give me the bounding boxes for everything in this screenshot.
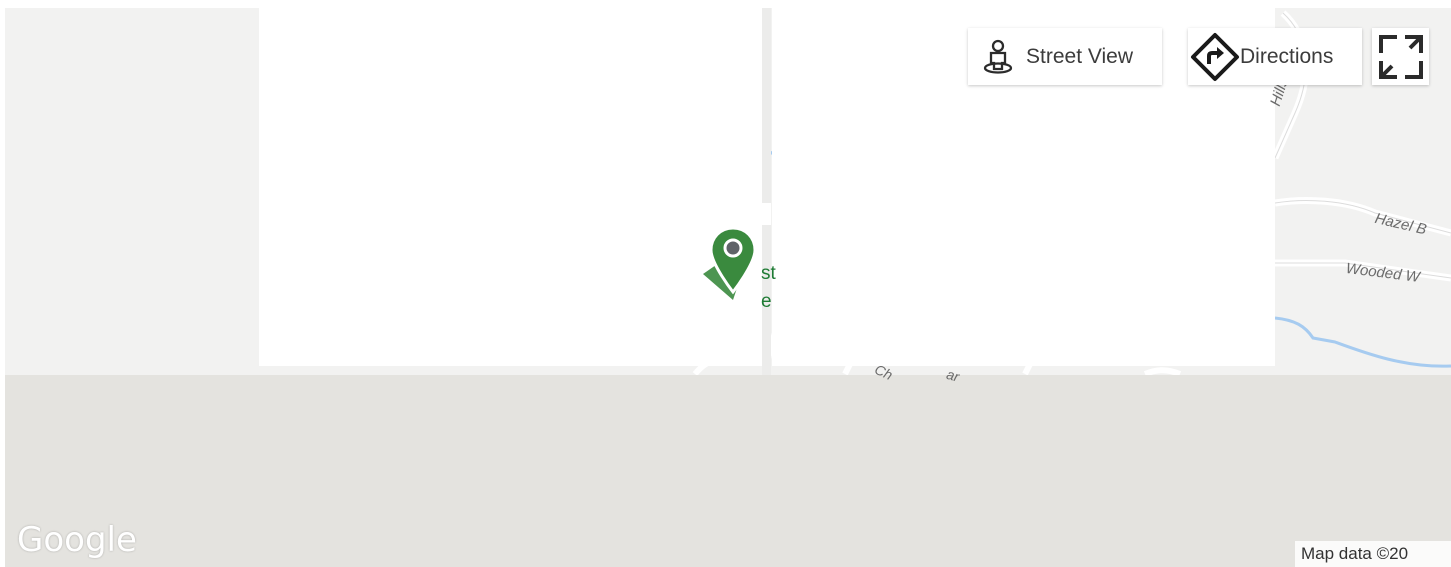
map-attribution[interactable]: Map data ©20	[1295, 541, 1451, 567]
fullscreen-icon	[1378, 34, 1423, 79]
location-marker-icon[interactable]	[699, 226, 759, 302]
map-canvas[interactable]: Hillside Hazel B Wooded W Ch ar st e Str…	[5, 8, 1451, 567]
map-tile-left	[259, 8, 762, 366]
directions-icon	[1191, 32, 1239, 81]
pegman-icon	[983, 39, 1013, 74]
fullscreen-button[interactable]	[1372, 28, 1429, 85]
directions-button[interactable]: Directions	[1188, 28, 1362, 85]
poi-label: st e	[761, 260, 776, 316]
google-logo[interactable]: Google	[17, 520, 137, 560]
poi-label-line-1: st	[761, 263, 776, 284]
directions-label: Directions	[1240, 44, 1334, 68]
map-lower-region	[5, 375, 1451, 567]
street-view-button[interactable]: Street View	[968, 28, 1162, 85]
street-view-label: Street View	[1026, 44, 1133, 68]
poi-label-line-2: e	[761, 291, 772, 312]
